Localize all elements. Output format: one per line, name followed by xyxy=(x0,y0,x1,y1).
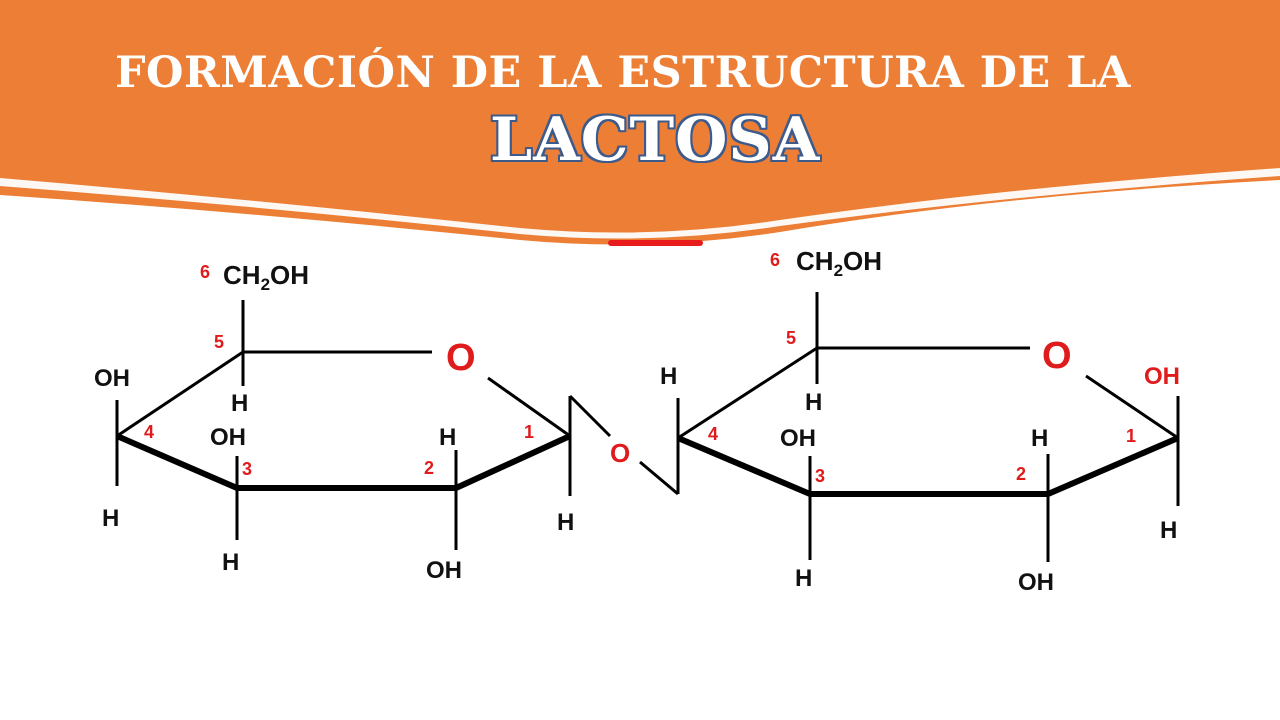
c3-hydrogen: H xyxy=(222,549,239,576)
bond-c4-c3 xyxy=(676,435,812,497)
ch2oh-subscript: 2 xyxy=(261,275,270,294)
right-ring: 6 CH2OH 5 O H H 4 OH 3 H H 2 OH OH 1 H xyxy=(660,246,1180,596)
ch2oh-oh: OH xyxy=(270,260,309,290)
carbon-number-3: 3 xyxy=(242,459,252,479)
ring-oxygen: O xyxy=(446,337,476,379)
carbon-number-5: 5 xyxy=(214,332,224,352)
glycosidic-bond: O xyxy=(568,394,680,496)
ch2oh-group: CH2OH xyxy=(223,260,309,294)
c5-hydrogen: H xyxy=(231,390,248,417)
carbon-number-2: 2 xyxy=(1016,464,1026,484)
ch2oh-oh: OH xyxy=(843,246,882,276)
c2-hydrogen: H xyxy=(439,424,456,451)
c4-hydrogen: H xyxy=(102,505,119,532)
c1-hydrogen: H xyxy=(1160,517,1177,544)
bond-c2-c1 xyxy=(454,433,572,491)
carbon-number-3: 3 xyxy=(815,466,825,486)
glycosidic-bond-lower-diagonal xyxy=(639,460,679,496)
c4-hydroxyl: OH xyxy=(94,365,130,392)
carbon-number-2: 2 xyxy=(424,458,434,478)
carbon-number-1: 1 xyxy=(1126,426,1136,446)
c2-hydroxyl: OH xyxy=(426,557,462,584)
banner-accent xyxy=(608,240,703,246)
left-ring: 6 CH2OH 5 O H OH 4 H OH 3 H H 2 OH 1 H xyxy=(94,260,574,584)
ch2oh-ch: CH xyxy=(796,246,834,276)
banner-fill xyxy=(0,0,1280,245)
bond-o-c1 xyxy=(1085,374,1179,440)
c1-hydroxyl: OH xyxy=(1144,363,1180,390)
carbon-number-4: 4 xyxy=(144,422,154,442)
c4-hydrogen: H xyxy=(660,363,677,390)
c5-hydrogen: H xyxy=(805,389,822,416)
page-subtitle: LACTOSA xyxy=(490,105,821,175)
bond-c5-c4 xyxy=(677,346,818,440)
bond-c4-c3 xyxy=(115,433,239,491)
glycosidic-oxygen: O xyxy=(610,438,630,468)
carbon-number-1: 1 xyxy=(524,422,534,442)
c2-hydrogen: H xyxy=(1031,425,1048,452)
c3-hydrogen: H xyxy=(795,565,812,592)
bond-c2-c1 xyxy=(1046,435,1180,497)
c2-hydroxyl: OH xyxy=(1018,569,1054,596)
bond-o-c1 xyxy=(487,376,571,438)
ch2oh-ch: CH xyxy=(223,260,261,290)
c1-hydrogen: H xyxy=(557,509,574,536)
c3-hydroxyl: OH xyxy=(780,425,816,452)
carbon-number-4: 4 xyxy=(708,424,718,444)
ch2oh-subscript: 2 xyxy=(834,261,843,280)
ch2oh-group: CH2OH xyxy=(796,246,882,280)
bond-c5-c4 xyxy=(116,350,244,438)
ring-oxygen: O xyxy=(1042,335,1072,377)
carbon-number-6: 6 xyxy=(770,250,780,270)
title-banner xyxy=(0,0,1280,246)
c3-hydroxyl: OH xyxy=(210,424,246,451)
banner-stripe xyxy=(0,168,1280,239)
carbon-number-5: 5 xyxy=(786,328,796,348)
glycosidic-bond-upper-diagonal xyxy=(568,394,612,438)
carbon-number-6: 6 xyxy=(200,262,210,282)
page-title: FORMACIÓN DE LA ESTRUCTURA DE LA xyxy=(115,48,1131,98)
